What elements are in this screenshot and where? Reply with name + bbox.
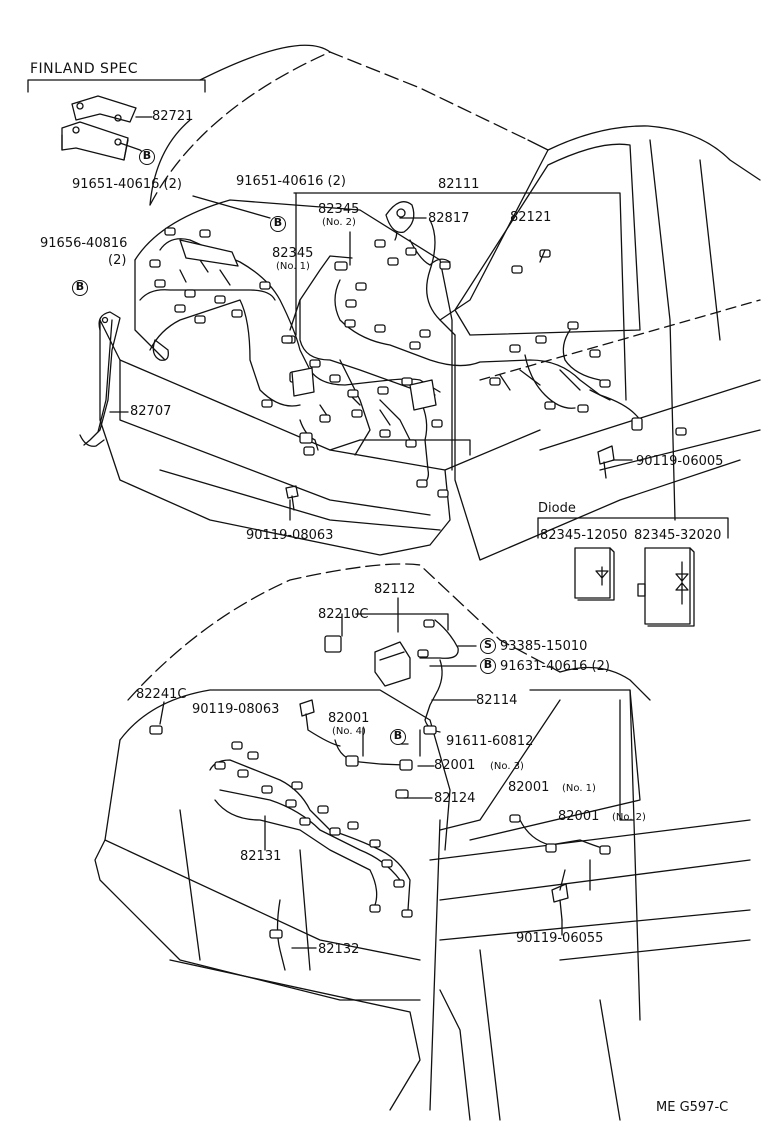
label-82001-no3: 82001 xyxy=(434,758,476,773)
callout-b-bottom-2: B xyxy=(390,729,406,745)
label-82001-no2-note: (No. 2) xyxy=(612,812,646,823)
label-82131: 82131 xyxy=(240,849,282,864)
label-82114: 82114 xyxy=(476,693,518,708)
label-91611-60812: 91611-60812 xyxy=(446,734,534,749)
label-82707: 82707 xyxy=(130,404,172,419)
callout-b-bottom-1: B xyxy=(480,658,496,674)
part-82707-drawing xyxy=(79,311,121,447)
label-82345-no1: 82345 xyxy=(272,246,314,261)
diode-box xyxy=(537,517,729,627)
label-82124: 82124 xyxy=(434,791,476,806)
bottom-connectors xyxy=(149,619,611,939)
callout-b-finland: B xyxy=(139,149,155,165)
bottom-leaders xyxy=(159,597,635,949)
bottom-bolts xyxy=(299,699,569,921)
label-82345-32020: 82345-32020 xyxy=(634,528,722,543)
label-82210c: 82210C xyxy=(318,607,369,622)
callout-b-top-1: B xyxy=(270,216,286,232)
label-82001-no1-note: (No. 1) xyxy=(562,783,596,794)
label-93385-15010: 93385-15010 xyxy=(500,639,588,654)
finland-spec-bracket xyxy=(27,79,206,93)
label-82345-12050: 82345-12050 xyxy=(540,528,628,543)
label-82241c: 82241C xyxy=(136,687,187,702)
label-82001-no3-note: (No. 3) xyxy=(490,761,524,772)
top-connectors xyxy=(149,227,687,498)
label-90119-08063-bottom: 90119-08063 xyxy=(192,702,280,717)
part-82112-module xyxy=(374,641,411,687)
callout-b-top-2: B xyxy=(72,280,88,296)
label-90119-06005: 90119-06005 xyxy=(636,454,724,469)
label-finland-bolt: 91651-40616 (2) xyxy=(72,177,182,192)
finland-spec-title: FINLAND SPEC xyxy=(30,61,139,77)
label-82132: 82132 xyxy=(318,942,360,957)
label-82111: 82111 xyxy=(438,177,480,192)
label-82345-no2: 82345 xyxy=(318,202,360,217)
callout-s-bottom: S xyxy=(480,638,496,654)
label-91631-40616: 91631-40616 (2) xyxy=(500,659,610,674)
bottom-van-body-outline xyxy=(94,563,751,1121)
label-82345-no1-note: (No. 1) xyxy=(276,261,310,272)
label-90119-06055: 90119-06055 xyxy=(516,931,604,946)
label-82121: 82121 xyxy=(510,210,552,225)
top-relays xyxy=(179,201,437,411)
top-leaders xyxy=(109,192,633,521)
part-82721-bracket-drawing xyxy=(61,95,153,161)
label-91651-40616: 91651-40616 (2) xyxy=(236,174,346,189)
label-82001-no4-note: (No. 4) xyxy=(332,726,366,737)
figure-code: ME G597-C xyxy=(656,1100,729,1115)
label-82001-no4: 82001 xyxy=(328,711,370,726)
label-82001-no1: 82001 xyxy=(508,780,550,795)
top-van-body-outline xyxy=(99,44,761,561)
label-91656-40816: 91656-40816 xyxy=(40,236,128,251)
label-91656-40816-qty: (2) xyxy=(108,253,127,268)
label-82817: 82817 xyxy=(428,211,470,226)
label-82345-no2-note: (No. 2) xyxy=(322,217,356,228)
label-82001-no2: 82001 xyxy=(558,809,600,824)
label-82721: 82721 xyxy=(152,109,194,124)
label-82112: 82112 xyxy=(374,582,416,597)
diode-title: Diode xyxy=(538,501,576,516)
label-90119-08063-top: 90119-08063 xyxy=(246,528,334,543)
